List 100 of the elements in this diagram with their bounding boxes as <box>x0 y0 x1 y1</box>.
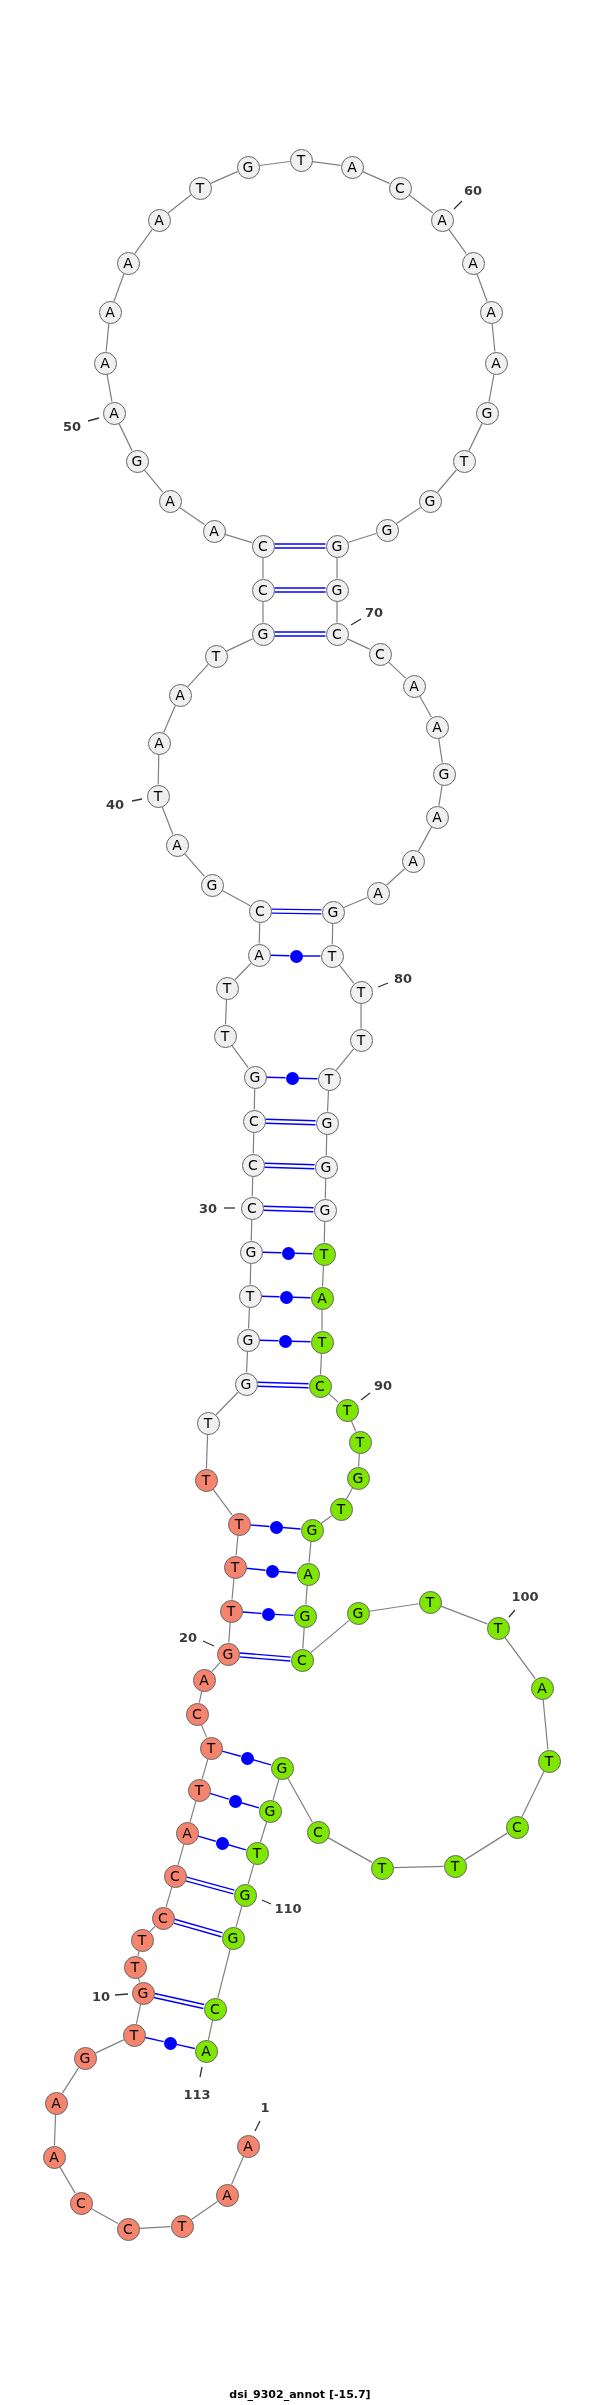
position-number: 90 <box>373 1377 393 1393</box>
nucleotide-circle: G <box>432 762 456 786</box>
nucleotide-circle: C <box>151 1906 175 1930</box>
nucleotide-circle: T <box>312 1242 336 1266</box>
backbone-line <box>135 2003 142 2025</box>
backbone-line <box>149 1925 156 1933</box>
position-number: 60 <box>463 182 483 198</box>
nucleotide-circle: A <box>93 351 117 375</box>
nucleotide-circle: T <box>348 1430 372 1454</box>
base-pair-line <box>252 1759 272 1766</box>
nucleotide-circle: T <box>329 1497 353 1521</box>
nucleotide-circle: C <box>325 622 349 646</box>
backbone-line <box>106 373 113 403</box>
nucleotide-circle: T <box>204 644 228 668</box>
base-pair-line <box>263 1162 316 1170</box>
base-pair-line <box>227 1844 247 1851</box>
backbone-line <box>338 964 355 984</box>
position-number: 110 <box>274 1900 302 1916</box>
backbone-line <box>368 1603 420 1612</box>
nucleotide-circle: G <box>314 1155 338 1179</box>
base-pair-line <box>269 954 291 957</box>
backbone-line <box>113 273 125 302</box>
backbone-line <box>163 704 176 734</box>
nucleotide-circle: A <box>530 1676 554 1700</box>
backbone-line <box>225 638 254 652</box>
nucleotide-circle: G <box>221 1926 245 1950</box>
nucleotide-circle: A <box>202 519 226 543</box>
backbone-line <box>53 2113 57 2147</box>
nucleotide-circle: A <box>168 683 192 707</box>
nucleotide-circle: G <box>346 1601 370 1625</box>
base-pair-line <box>256 1381 310 1389</box>
nucleotide-circle: T <box>187 1778 211 1802</box>
backbone-line <box>272 1778 280 1801</box>
base-pair-line <box>281 1526 302 1530</box>
nucleotide-circle: T <box>418 1590 442 1614</box>
nucleotide-circle: G <box>131 1981 155 2005</box>
base-pair-line <box>238 1652 292 1662</box>
position-number: 100 <box>511 1588 539 1604</box>
backbone-line <box>61 2067 80 2094</box>
backbone-line <box>94 2039 125 2054</box>
nucleotide-circle: G <box>475 401 499 425</box>
backbone-line <box>321 1308 323 1332</box>
nucleotide-circle: C <box>251 578 275 602</box>
backbone-line <box>488 373 495 403</box>
base-pair-dot <box>269 1520 283 1534</box>
backbone-line <box>183 853 206 877</box>
backbone-line <box>228 1621 231 1644</box>
nucleotide-circle: T <box>486 1616 510 1640</box>
nucleotide-circle: A <box>430 208 454 232</box>
nucleotide-circle: T <box>335 1398 359 1422</box>
backbone-line <box>436 469 458 493</box>
backbone-line <box>224 998 228 1026</box>
backbone-line <box>464 1832 508 1861</box>
backbone-line <box>319 1352 323 1376</box>
nucleotide-circle: A <box>42 2145 66 2169</box>
backbone-line <box>200 1724 208 1738</box>
base-pair-line <box>277 1570 298 1574</box>
backbone-line <box>212 1488 233 1516</box>
nucleotide-circle: C <box>306 1820 330 1844</box>
base-pair-dot <box>285 1071 299 1085</box>
backbone-line <box>408 194 434 214</box>
nucleotide-circle: G <box>321 900 345 924</box>
backbone-line <box>361 171 391 184</box>
base-pair-line <box>153 1992 205 2010</box>
backbone-line <box>157 753 160 786</box>
backbone-line <box>385 868 406 886</box>
backbone-line <box>247 1863 255 1885</box>
base-pair-line <box>297 1077 319 1080</box>
nucleotide-circle: G <box>375 518 399 542</box>
backbone-line <box>305 1584 308 1606</box>
base-pair-line <box>290 1340 312 1343</box>
nucleotide-circle: T <box>223 1555 247 1579</box>
base-pair-line <box>240 1802 260 1809</box>
backbone-line <box>323 1220 326 1244</box>
base-pair-line <box>260 1295 281 1298</box>
nucleotide-circle: T <box>238 1284 262 1308</box>
backbone-line <box>178 506 206 526</box>
backbone-line <box>134 228 153 255</box>
nucleotide-circle: G <box>200 873 224 897</box>
nucleotide-circle: T <box>213 1024 237 1048</box>
backbone-line <box>287 1777 313 1823</box>
nucleotide-circle: T <box>452 449 476 473</box>
backbone-line <box>201 1758 209 1780</box>
base-pair-dot <box>215 1836 229 1850</box>
base-pair-line <box>197 1835 217 1842</box>
nucleotide-circle: T <box>146 784 170 808</box>
base-pair-dot <box>261 1607 275 1621</box>
backbone-line <box>336 600 338 624</box>
nucleotide-circle: G <box>325 534 349 558</box>
position-number: 40 <box>105 796 125 812</box>
position-number: 80 <box>393 970 413 986</box>
nucleotide-circle: C <box>308 1374 332 1398</box>
backbone-line <box>251 1175 254 1198</box>
nucleotide-circle: C <box>505 1815 529 1839</box>
backbone-line <box>167 194 192 214</box>
nucleotide-circle: A <box>461 251 485 275</box>
backbone-line <box>224 533 253 544</box>
nucleotide-circle: C <box>290 1648 314 1672</box>
nucleotide-circle: T <box>194 1468 218 1492</box>
backbone-line <box>221 889 251 907</box>
